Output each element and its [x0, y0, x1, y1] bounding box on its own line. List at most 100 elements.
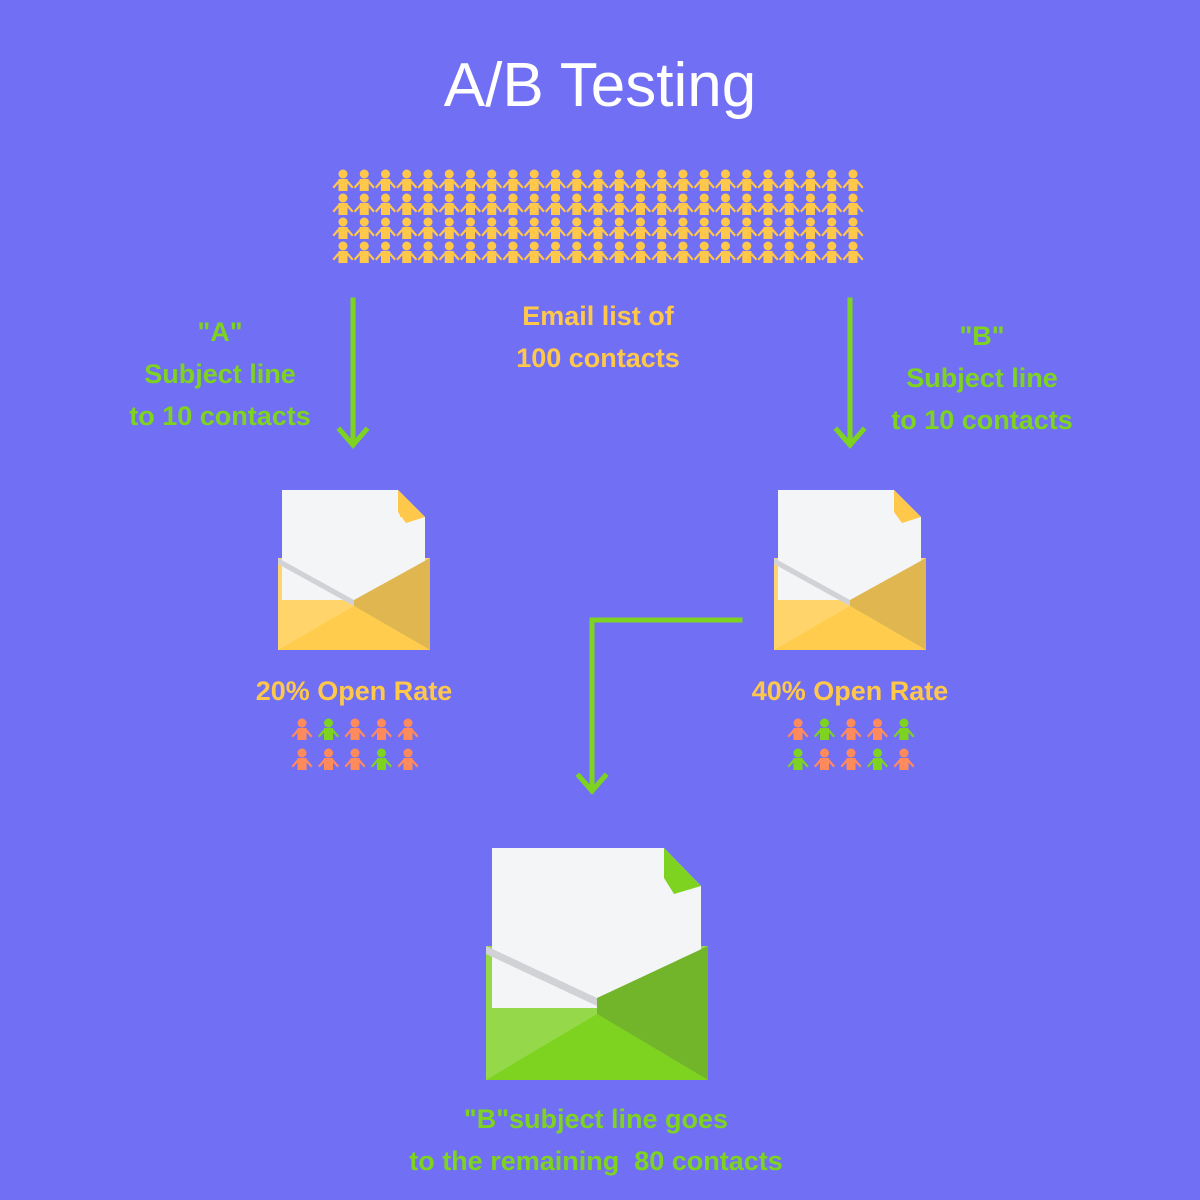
email-list-line2: 100 contacts: [516, 343, 680, 373]
unopened-person-icon: [814, 748, 835, 770]
branch-a-label: "A" Subject line to 10 contacts: [70, 311, 370, 437]
contact-person-icon: [800, 169, 821, 191]
contact-person-icon: [715, 217, 736, 239]
branch-b-label: "B" Subject line to 10 contacts: [832, 315, 1132, 441]
contact-person-icon: [502, 193, 524, 215]
unopened-person-icon: [318, 748, 339, 770]
branch-b-variant: "B": [959, 321, 1005, 351]
branch-a-open-rate: 20% Open Rate: [255, 676, 453, 706]
contact-person-icon: [651, 169, 673, 191]
contact-person-icon: [481, 241, 503, 263]
contact-person-icon: [651, 217, 673, 239]
contact-person-icon: [587, 217, 609, 239]
opened-person-icon: [787, 748, 809, 770]
contact-person-icon: [587, 193, 609, 215]
contact-person-icon: [417, 193, 439, 215]
contact-person-icon: [417, 217, 439, 239]
contact-person-icon: [396, 193, 418, 215]
contact-person-icon: [375, 169, 396, 191]
contact-person-icon: [672, 217, 694, 239]
contact-person-icon: [545, 193, 566, 215]
envelope-b-icon: [774, 490, 926, 650]
contact-person-icon: [608, 169, 630, 191]
contact-person-icon: [332, 217, 354, 239]
contact-person-icon: [332, 169, 354, 191]
contact-person-icon: [608, 217, 630, 239]
unopened-person-icon: [867, 718, 888, 740]
contact-person-icon: [672, 241, 694, 263]
contact-person-icon: [736, 193, 758, 215]
contact-person-icon: [481, 217, 503, 239]
contact-person-icon: [332, 193, 354, 215]
contact-person-icon: [693, 193, 715, 215]
arrow-winner-icon: [575, 617, 743, 795]
branch-a-audience: to 10 contacts: [129, 401, 311, 431]
contact-person-icon: [778, 169, 800, 191]
contact-person-icon: [672, 193, 694, 215]
group-b-results: [787, 718, 915, 770]
contact-person-icon: [417, 241, 439, 263]
contact-person-icon: [587, 169, 609, 191]
contact-person-icon: [842, 193, 864, 215]
contact-person-icon: [757, 217, 779, 239]
winner-line1: "B"subject line goes: [463, 1104, 729, 1134]
contact-person-icon: [842, 217, 864, 239]
contact-person-icon: [566, 169, 588, 191]
branch-b-open-rate: 40% Open Rate: [751, 676, 949, 706]
contact-person-icon: [630, 169, 651, 191]
unopened-person-icon: [344, 718, 366, 740]
branch-a-subject: Subject line: [144, 359, 296, 389]
contact-person-icon: [630, 217, 651, 239]
contact-person-icon: [736, 169, 758, 191]
unopened-person-icon: [371, 718, 392, 740]
contact-person-icon: [460, 169, 481, 191]
contact-person-icon: [438, 193, 460, 215]
contact-person-icon: [757, 169, 779, 191]
contact-person-icon: [523, 241, 545, 263]
contact-person-icon: [396, 241, 418, 263]
unopened-person-icon: [397, 748, 419, 770]
contact-person-icon: [396, 217, 418, 239]
branch-a-variant: "A": [197, 317, 243, 347]
winner-label: "B"subject line goes to the remaining 80…: [346, 1098, 846, 1182]
opened-person-icon: [893, 718, 915, 740]
envelope-winner-icon: [486, 848, 708, 1080]
contact-person-icon: [757, 241, 779, 263]
contact-person-icon: [630, 193, 651, 215]
contact-person-icon: [545, 241, 566, 263]
contact-person-icon: [438, 217, 460, 239]
contact-person-icon: [523, 217, 545, 239]
contact-person-icon: [651, 193, 673, 215]
contact-person-icon: [353, 193, 375, 215]
contact-person-icon: [608, 241, 630, 263]
winner-line2: to the remaining 80 contacts: [409, 1146, 783, 1176]
contact-person-icon: [566, 193, 588, 215]
contact-person-icon: [375, 193, 396, 215]
contact-person-icon: [821, 241, 843, 263]
contact-person-icon: [736, 217, 758, 239]
contact-person-icon: [502, 241, 524, 263]
opened-person-icon: [371, 748, 392, 770]
contact-person-icon: [460, 217, 481, 239]
contact-person-icon: [460, 193, 481, 215]
unopened-person-icon: [893, 748, 915, 770]
contact-person-icon: [672, 169, 694, 191]
opened-person-icon: [814, 718, 835, 740]
unopened-person-icon: [344, 748, 366, 770]
contact-person-icon: [353, 241, 375, 263]
contact-person-icon: [438, 241, 460, 263]
contact-person-icon: [778, 193, 800, 215]
contact-person-icon: [842, 169, 864, 191]
contact-person-icon: [608, 193, 630, 215]
contact-person-icon: [651, 241, 673, 263]
contact-person-icon: [460, 241, 481, 263]
contact-person-icon: [523, 193, 545, 215]
contact-person-icon: [821, 217, 843, 239]
contact-person-icon: [778, 217, 800, 239]
contact-person-icon: [630, 241, 651, 263]
contact-person-icon: [523, 169, 545, 191]
contact-person-icon: [375, 241, 396, 263]
contact-person-icon: [566, 217, 588, 239]
contacts-grid: [332, 169, 864, 263]
email-list-line1: Email list of: [522, 301, 674, 331]
